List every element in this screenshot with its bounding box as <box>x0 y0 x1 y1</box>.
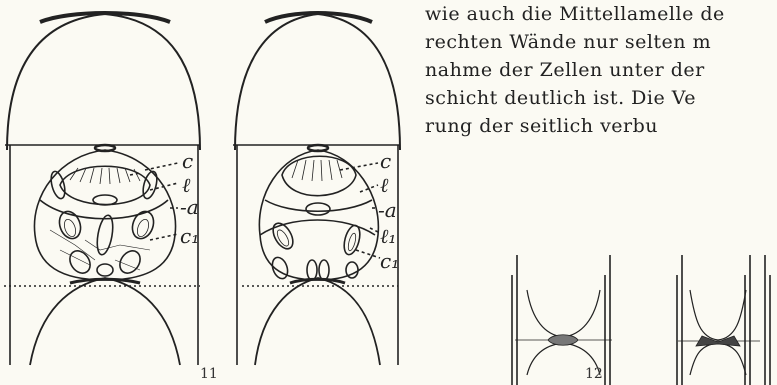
label-b: ℓ <box>380 173 389 197</box>
figure-11-cell <box>4 13 200 365</box>
figure-11-second-cell <box>233 13 400 365</box>
figure-number: 12 <box>585 366 603 382</box>
label-c: c <box>182 149 193 173</box>
figure-number: 11 <box>200 366 218 382</box>
label-c1: c₁ <box>180 224 199 248</box>
label-c1: c₁ <box>380 249 399 273</box>
figure-12-right <box>677 255 770 385</box>
label-a: -a <box>378 198 397 222</box>
label-a: -a <box>180 195 199 219</box>
label-b: ℓ <box>182 173 191 197</box>
label-b1: ℓ₁ <box>380 224 396 248</box>
label-c: c <box>380 149 391 173</box>
